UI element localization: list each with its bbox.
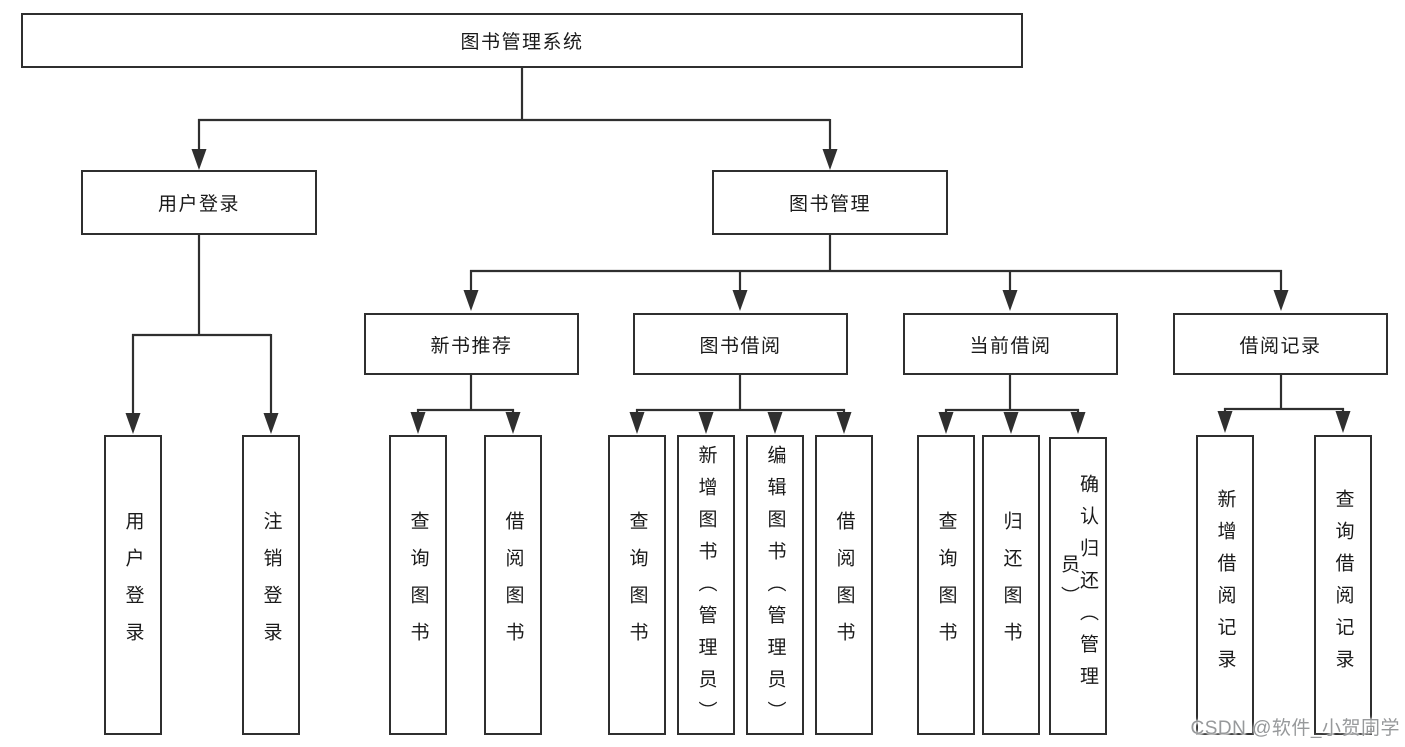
node-label: 新书推荐: [430, 335, 513, 357]
leaf-borrow-books-recommend: 借阅图书: [484, 435, 542, 735]
leaf-add-books-admin: 新增图书（管理员）: [677, 435, 735, 735]
arrow-down-icon: [836, 412, 852, 434]
arrow-down-icon: [410, 412, 426, 434]
node-label: 编辑图书（管理员）: [764, 445, 786, 733]
node-book-borrowing: 图书借阅: [633, 313, 848, 375]
node-label: 图书管理系统: [460, 32, 584, 53]
node-new-book-recommendation: 新书推荐: [364, 313, 579, 375]
node-label: 图书借阅: [699, 335, 782, 357]
arrow-down-icon: [629, 412, 645, 434]
leaf-borrow-books: 借阅图书: [815, 435, 873, 735]
leaf-confirm-return-admin: 确认归还（管理员）: [1049, 437, 1107, 735]
arrow-down-icon: [1002, 290, 1018, 311]
node-label: 借阅记录: [1239, 335, 1322, 357]
node-book-management: 图书管理: [712, 170, 948, 235]
node-label: 归还图书: [1000, 511, 1022, 659]
node-label: 图书管理: [788, 194, 871, 215]
node-label: 用户登录: [157, 194, 240, 215]
node-label: 查询图书: [935, 511, 957, 659]
leaf-add-borrow-record: 新增借阅记录: [1196, 435, 1254, 735]
arrow-down-icon: [732, 290, 748, 311]
node-label: 确认归还（管理员）: [1058, 474, 1098, 698]
leaf-query-borrow-record: 查询借阅记录: [1314, 435, 1372, 735]
arrow-down-icon: [938, 412, 954, 434]
connector-root-to-branches: [191, 68, 838, 170]
arrow-down-icon: [1335, 411, 1351, 433]
node-library-management-system: 图书管理系统: [21, 13, 1023, 68]
arrow-down-icon: [698, 412, 714, 434]
node-user-login: 用户登录: [81, 170, 317, 235]
arrow-down-icon: [1217, 411, 1233, 433]
leaf-logout-login: 注销登录: [242, 435, 300, 735]
arrow-down-icon: [1070, 412, 1086, 434]
leaf-query-books-recommend: 查询图书: [389, 435, 447, 735]
connector-sections-to-leaves: [410, 375, 1351, 434]
leaf-edit-books-admin: 编辑图书（管理员）: [746, 435, 804, 735]
node-label: 新增图书（管理员）: [695, 445, 717, 733]
leaf-query-books-current: 查询图书: [917, 435, 975, 735]
arrow-down-icon: [1273, 290, 1289, 311]
arrow-down-icon: [125, 413, 141, 434]
node-label: 新增借阅记录: [1214, 489, 1236, 681]
arrow-down-icon: [1003, 412, 1019, 434]
node-label: 查询图书: [626, 511, 648, 659]
node-label: 用户登录: [122, 511, 144, 659]
node-borrowing-records: 借阅记录: [1173, 313, 1388, 375]
node-current-borrowing: 当前借阅: [903, 313, 1118, 375]
arrow-down-icon: [463, 290, 479, 311]
csdn-watermark: CSDN @软件_小贺同学: [1190, 718, 1400, 739]
arrow-down-icon: [191, 149, 207, 170]
node-label: 查询图书: [407, 511, 429, 659]
arrow-down-icon: [822, 149, 838, 170]
node-label: 借阅图书: [502, 511, 524, 659]
node-label: 注销登录: [260, 511, 282, 659]
connector-bookmgmt-to-sections: [463, 235, 1289, 311]
arrow-down-icon: [505, 412, 521, 434]
arrow-down-icon: [767, 412, 783, 434]
node-label: 借阅图书: [833, 511, 855, 659]
arrow-down-icon: [263, 413, 279, 434]
leaf-user-login: 用户登录: [104, 435, 162, 735]
node-label: 当前借阅: [969, 335, 1052, 357]
node-label: 查询借阅记录: [1332, 489, 1354, 681]
connector-userlogin-to-leaves: [125, 235, 279, 434]
leaf-return-books: 归还图书: [982, 435, 1040, 735]
leaf-query-books-borrow: 查询图书: [608, 435, 666, 735]
